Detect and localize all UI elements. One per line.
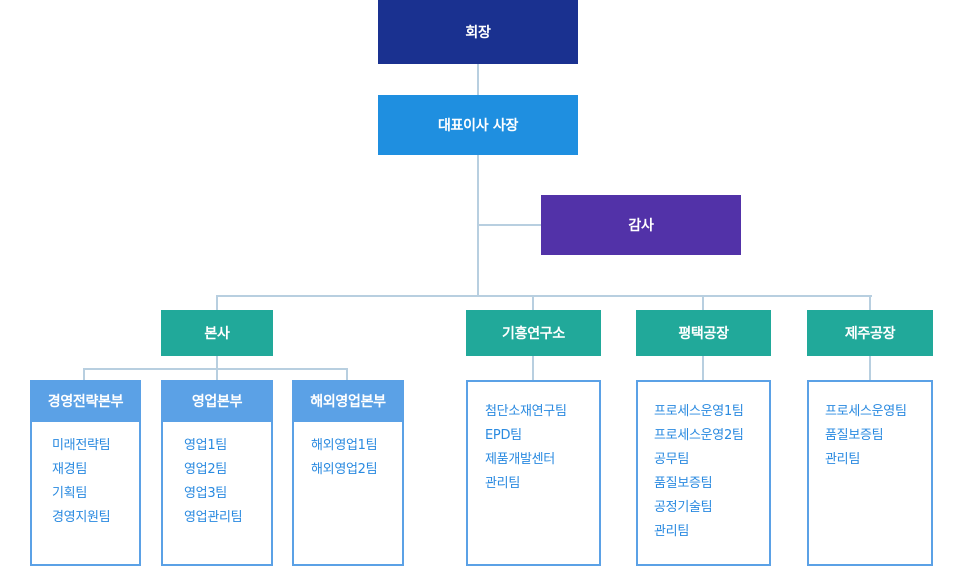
connector-lab-down	[532, 355, 534, 380]
division-strategy-panel: 경영전략본부 미래전략팀 재경팀 기획팀 경영지원팀	[30, 380, 141, 566]
team-item: 프로세스운영팀	[825, 404, 907, 419]
team-item: 공정기술팀	[654, 500, 713, 515]
connector-divisions-horizontal	[83, 368, 348, 370]
connector-chairman-ceo	[477, 64, 479, 95]
team-item: 해외영업2팀	[311, 462, 378, 477]
connector-jeju-down	[869, 355, 871, 380]
connector-hq-drop	[216, 295, 218, 310]
division-sales-header: 영업본부	[161, 380, 273, 422]
team-item: 공무팀	[654, 452, 689, 467]
team-item: 프로세스운영2팀	[654, 428, 744, 443]
team-item: 영업2팀	[184, 462, 227, 477]
connector-jeju-drop	[869, 295, 871, 310]
team-item: 품질보증팀	[654, 476, 713, 491]
team-item: 영업3팀	[184, 486, 227, 501]
chairman-box: 회장	[378, 0, 578, 64]
team-item: 관리팀	[825, 452, 860, 467]
team-item: 제품개발센터	[485, 452, 555, 467]
team-item: 미래전략팀	[52, 438, 111, 453]
team-item: 해외영업1팀	[311, 438, 378, 453]
team-item: 첨단소재연구팀	[485, 404, 567, 419]
lab-panel: 첨단소재연구팀 EPD팀 제품개발센터 관리팀	[466, 380, 601, 566]
team-item: 관리팀	[485, 476, 520, 491]
ceo-box: 대표이사 사장	[378, 95, 578, 155]
division-overseas-panel: 해외영업본부 해외영업1팀 해외영업2팀	[292, 380, 404, 566]
connector-audit-branch	[477, 224, 541, 226]
team-item: 영업관리팀	[184, 510, 243, 525]
division-overseas-header: 해외영업본부	[292, 380, 404, 422]
jeju-panel: 프로세스운영팀 품질보증팀 관리팀	[807, 380, 933, 566]
connector-division1-drop	[83, 368, 85, 380]
team-item: 관리팀	[654, 524, 689, 539]
division-strategy-header: 경영전략본부	[30, 380, 141, 422]
connector-lab-drop	[532, 295, 534, 310]
team-item: EPD팀	[485, 428, 522, 443]
connector-hq-down	[216, 355, 218, 369]
team-item: 경영지원팀	[52, 510, 111, 525]
team-item: 재경팀	[52, 462, 87, 477]
audit-box: 감사	[541, 195, 741, 255]
connector-pyeongtaek-drop	[702, 295, 704, 310]
connector-pyeongtaek-down	[702, 355, 704, 380]
team-item: 영업1팀	[184, 438, 227, 453]
team-item: 품질보증팀	[825, 428, 884, 443]
pyeongtaek-panel: 프로세스운영1팀 프로세스운영2팀 공무팀 품질보증팀 공정기술팀 관리팀	[636, 380, 771, 566]
team-item: 프로세스운영1팀	[654, 404, 744, 419]
hq-box: 본사	[161, 310, 273, 356]
team-item: 기획팀	[52, 486, 87, 501]
connector-division3-drop	[346, 368, 348, 380]
jeju-box: 제주공장	[807, 310, 933, 356]
lab-box: 기흥연구소	[466, 310, 601, 356]
connector-groups-horizontal	[216, 295, 872, 297]
connector-division2-drop	[216, 368, 218, 380]
division-sales-panel: 영업본부 영업1팀 영업2팀 영업3팀 영업관리팀	[161, 380, 273, 566]
pyeongtaek-box: 평택공장	[636, 310, 771, 356]
